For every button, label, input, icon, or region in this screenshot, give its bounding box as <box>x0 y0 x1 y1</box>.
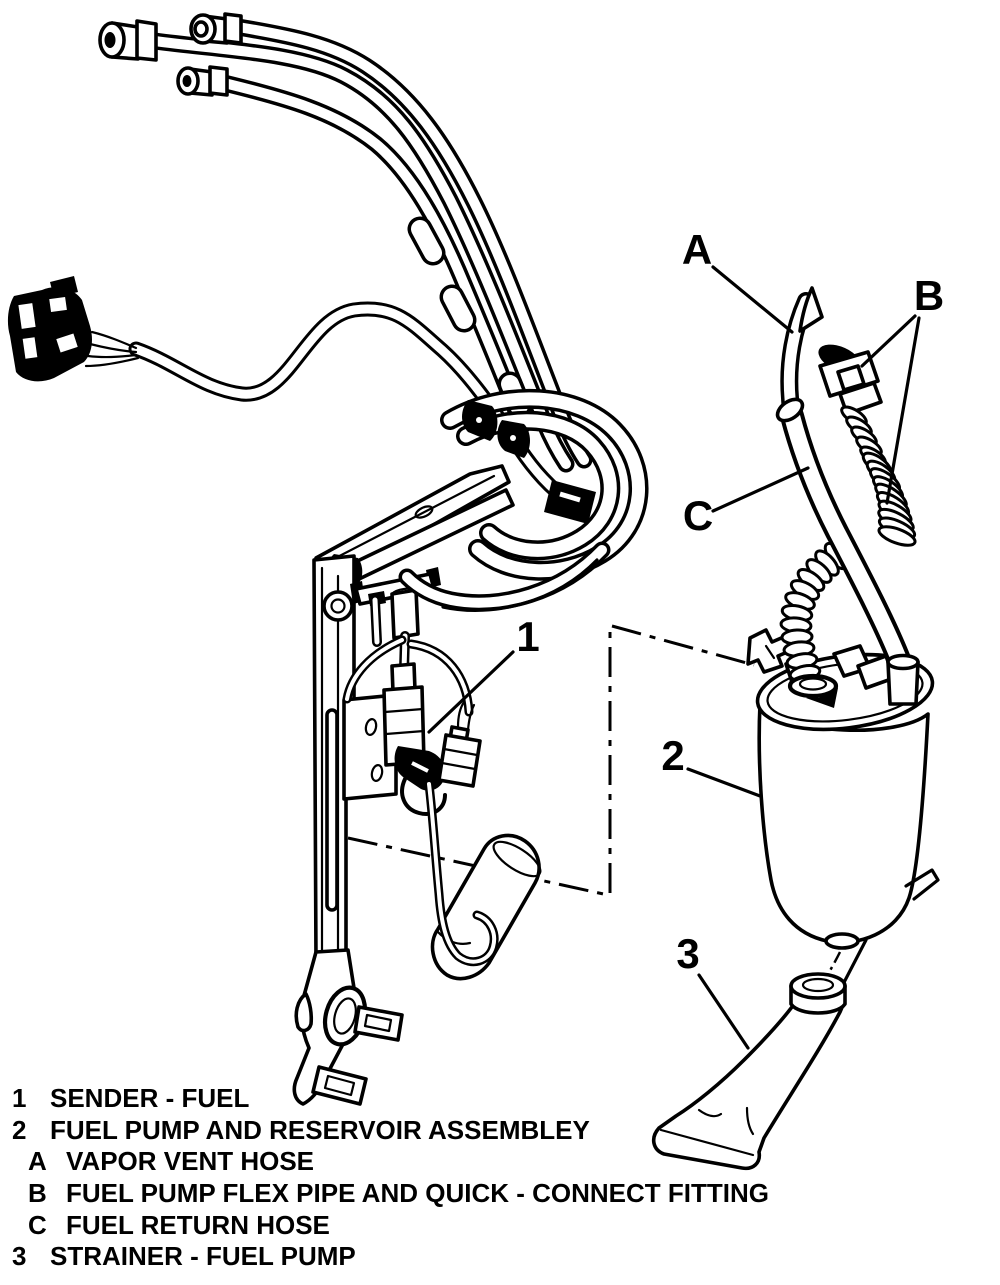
flange-loop <box>407 399 639 612</box>
legend-label: FUEL PUMP FLEX PIPE AND QUICK - CONNECT … <box>66 1178 769 1209</box>
callout-a: A <box>681 226 713 273</box>
tube-fitting <box>176 65 229 97</box>
vapor-vent-hose <box>789 286 824 444</box>
legend-item-b: B FUEL PUMP FLEX PIPE AND QUICK - CONNEC… <box>0 1178 980 1210</box>
fuel-float <box>429 784 542 981</box>
mounting-hole <box>322 590 354 622</box>
legend-key: 2 <box>12 1114 27 1145</box>
legend-item-2: 2 FUEL PUMP AND RESERVOIR ASSEMBLEY <box>0 1115 980 1147</box>
callout-b: B <box>913 272 945 319</box>
wiring-harness <box>7 276 568 500</box>
legend-label: STRAINER - FUEL PUMP <box>50 1241 356 1272</box>
legend-key: C <box>28 1209 47 1240</box>
legend-label: VAPOR VENT HOSE <box>66 1146 315 1177</box>
tube-fitting <box>189 12 243 45</box>
legend-key: 3 <box>12 1241 27 1272</box>
legend-label: FUEL PUMP AND RESERVOIR ASSEMBLEY <box>50 1114 590 1145</box>
legend-item-a: A VAPOR VENT HOSE <box>0 1146 980 1178</box>
legend-label: FUEL RETURN HOSE <box>66 1209 330 1240</box>
fuel-tubes <box>98 12 584 464</box>
legend-item-c: C FUEL RETURN HOSE <box>0 1210 980 1242</box>
fuel-sender <box>342 640 482 816</box>
legend-item-1: 1 SENDER - FUEL <box>0 1083 980 1115</box>
sender-connector <box>437 733 482 788</box>
callout-1: 1 <box>516 613 540 660</box>
hoses <box>775 286 920 706</box>
reservoir-body <box>757 702 930 945</box>
foot-tab <box>311 1065 368 1106</box>
callout-2: 2 <box>661 732 685 779</box>
fuel-return-hose <box>775 397 920 706</box>
legend: 1 SENDER - FUEL 2 FUEL PUMP AND RESERVOI… <box>0 1083 980 1273</box>
flange-fitting <box>544 480 596 524</box>
legend-key: B <box>28 1178 47 1209</box>
legend-label: SENDER - FUEL <box>50 1083 250 1113</box>
fuel-pump-strainer <box>651 938 868 1171</box>
legend-item-3: 3 STRAINER - FUEL PUMP <box>0 1241 980 1273</box>
legend-key: 1 <box>12 1083 27 1113</box>
plate-foot <box>292 948 404 1106</box>
tube-fitting <box>98 19 158 62</box>
callout-c: C <box>682 492 714 539</box>
sender-bracket-assembly <box>292 464 515 1106</box>
leader-lines <box>427 265 921 1050</box>
legend-key: A <box>28 1146 47 1177</box>
flex-pipe-quick-connect <box>779 344 917 699</box>
foot-tab <box>353 1005 404 1042</box>
callout-3: 3 <box>676 930 700 977</box>
